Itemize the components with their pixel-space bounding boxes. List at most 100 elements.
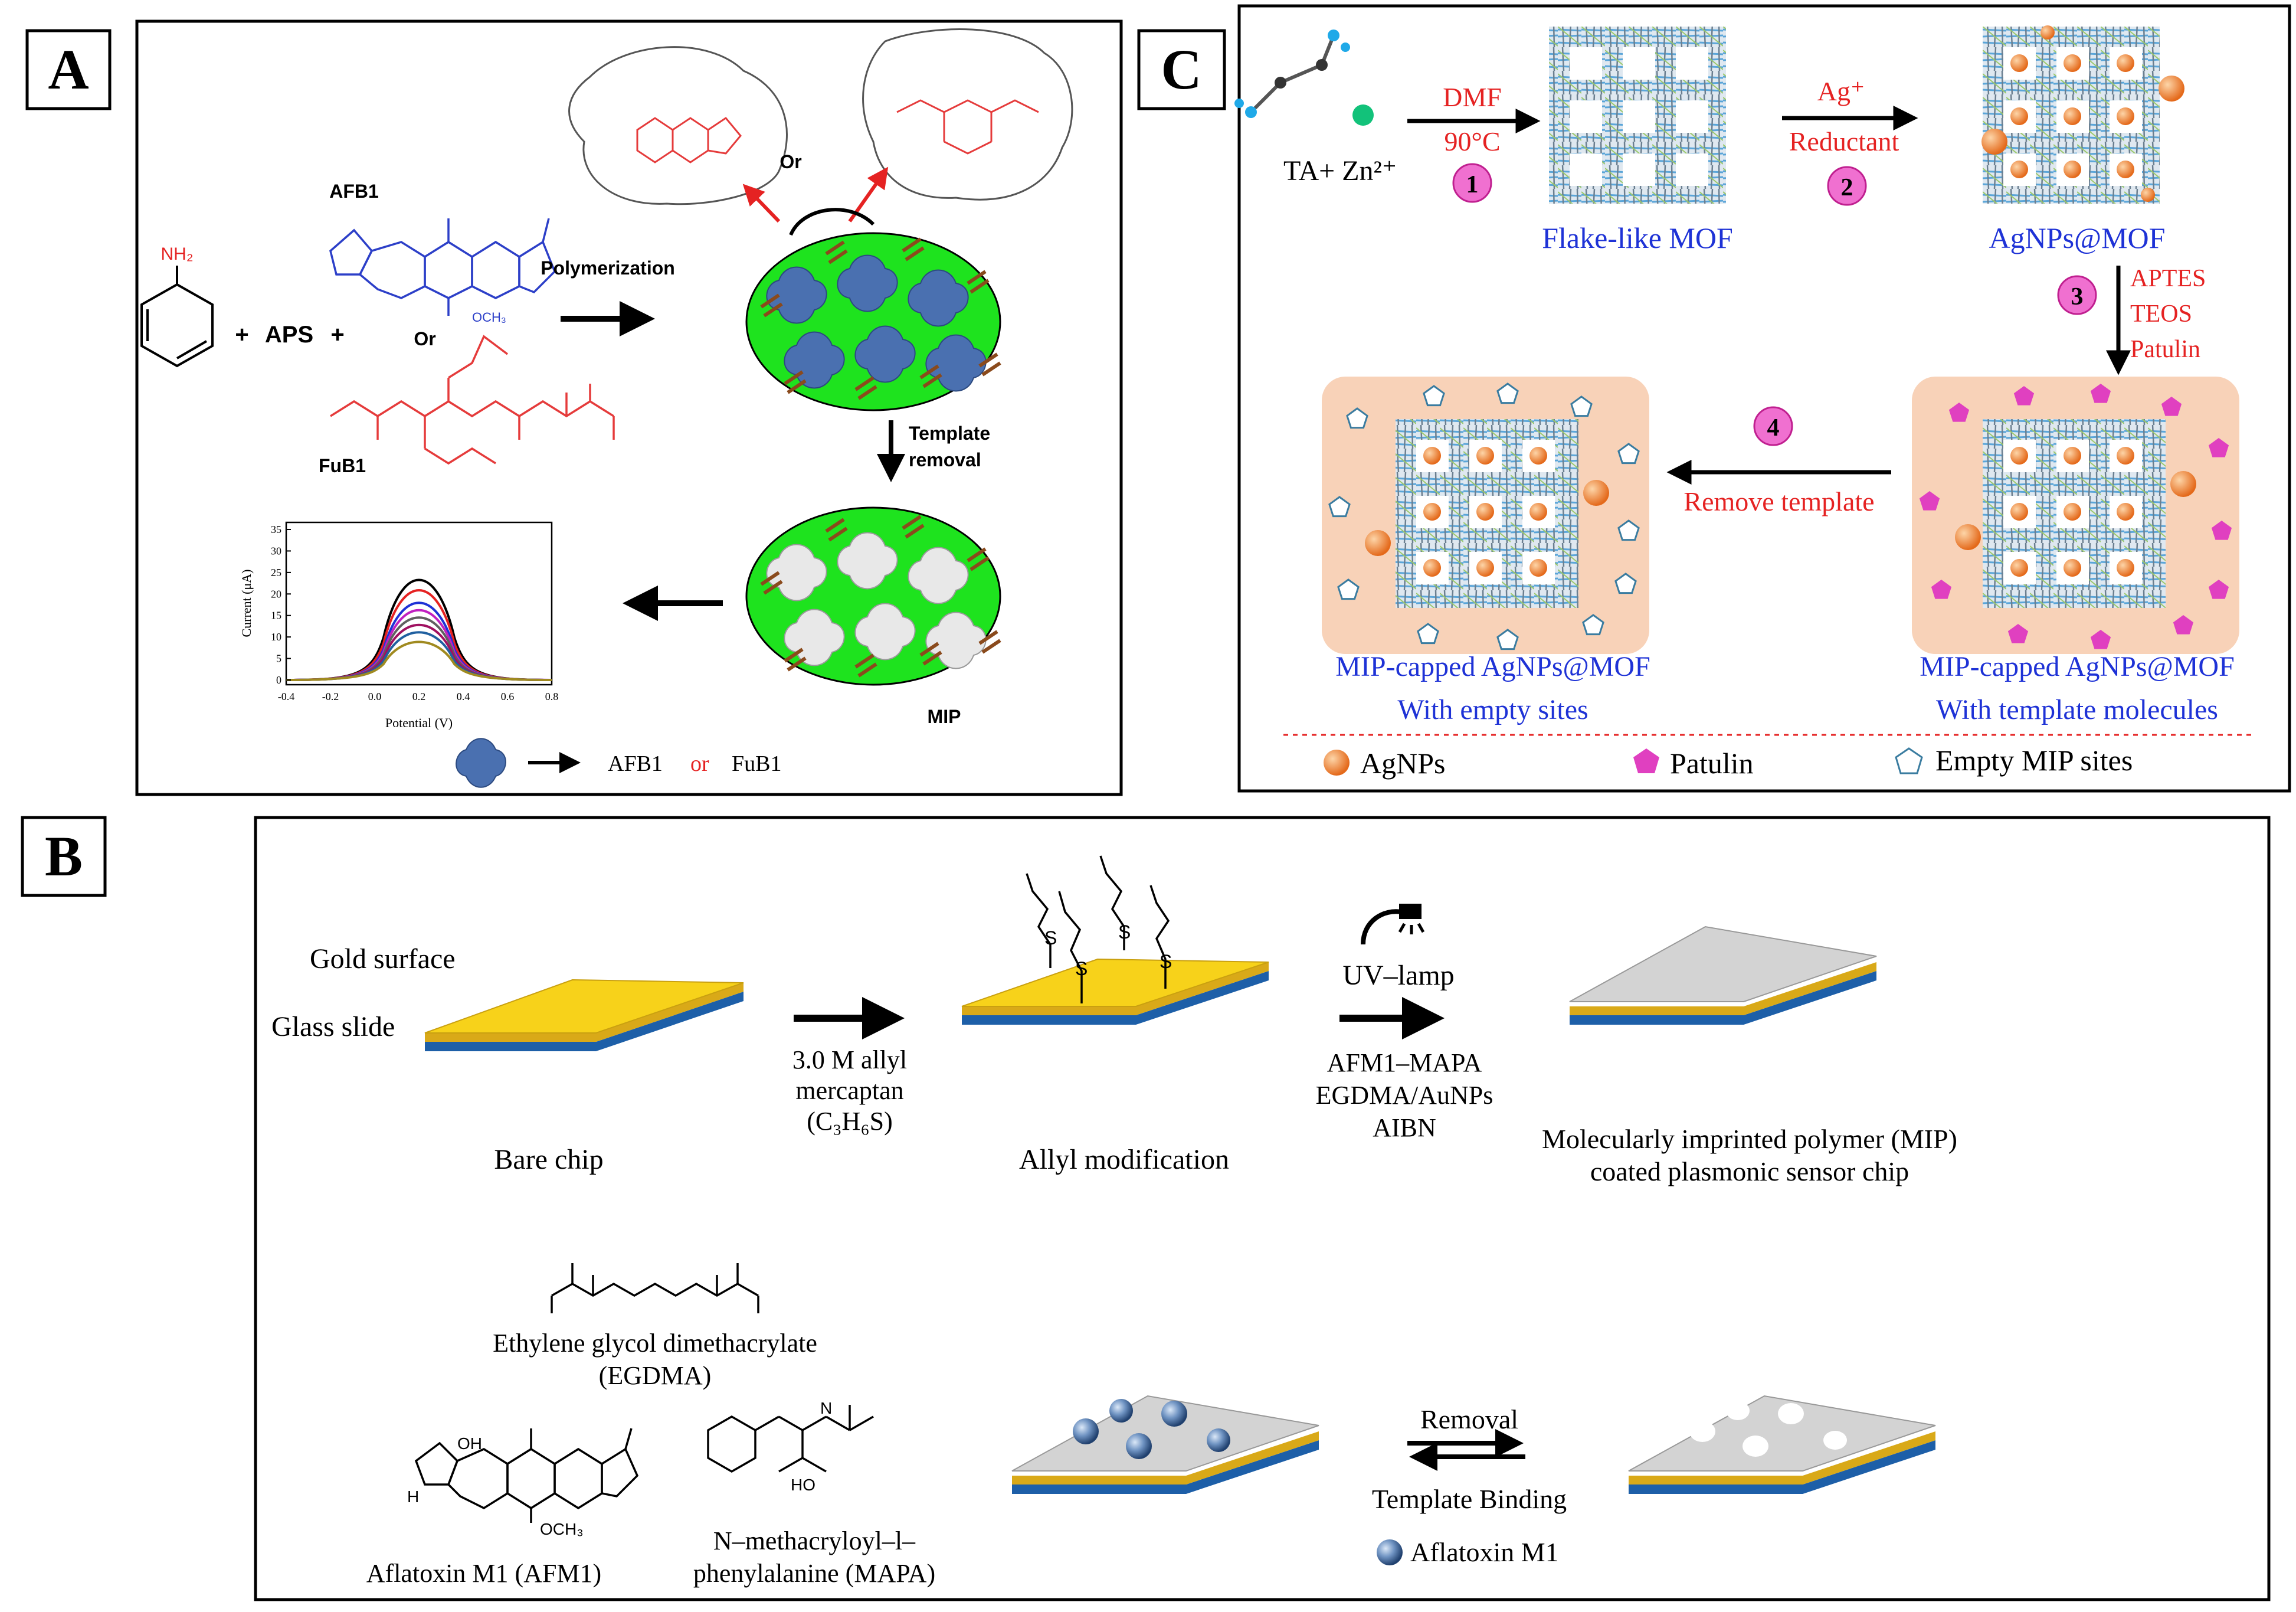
step2-number: 2 [1841,174,1853,201]
empty-mip-site [1328,496,1351,518]
chip-with-templates [1011,1395,1319,1494]
sulfur-3: S [1118,921,1131,943]
uv-reagent-2: EGDMA/AuNPs [1316,1081,1493,1110]
legend-template-blob [456,738,506,788]
plus-2: + [330,322,344,348]
plus-1: + [235,322,248,348]
dpv-y-tick-label: 10 [271,631,281,643]
uv-lamp-icon [1361,904,1425,945]
legend-or: or [690,751,709,776]
allyl-modification-label: Allyl modification [1019,1144,1229,1175]
legend-agnps: AgNPs [1360,747,1445,780]
empty-mip-site [1496,382,1519,404]
step3-badge [2057,275,2097,315]
afm1-spheres-bound [1073,1399,1230,1459]
or-middle: Or [414,328,435,349]
patulin-molecule [2161,397,2182,416]
sulfur-4: S [1160,951,1172,972]
dpv-x-tick-label: -0.4 [278,691,295,702]
allyl-reagent-1: 3.0 M allyl [792,1045,907,1074]
panel-c-label: C [1161,38,1201,101]
patulin-reagent: Patulin [2130,336,2200,363]
panel-c-frame [1237,4,2291,793]
arrow-to-cloud-afb1 [742,184,781,223]
dpv-ylabel: Current (μA) [239,569,254,637]
legend-afb1: AFB1 [608,751,663,776]
legend-afm1: Aflatoxin M1 [1410,1537,1559,1567]
temp-label: 90°C [1444,126,1500,156]
allyl-reagent-2: mercaptan [795,1076,903,1105]
chip-with-cavities [1628,1395,1936,1494]
dpv-x-tick-label: -0.2 [322,691,339,702]
equilibrium-arrows [1407,1429,1525,1471]
empty-mip-site [1617,443,1640,465]
empty-mip-site [1582,614,1604,636]
left-capped-agnps [1365,447,1609,577]
polymerization-label: Polymerization [541,257,675,279]
patulin-molecule [2013,386,2035,406]
empty-mip-site [1417,623,1439,645]
right-caption-2: With template molecules [1936,694,2218,725]
panel-a-label: A [48,38,89,101]
bare-chip [424,979,744,1051]
panel-a: A NH₂ + APS + AFB1 OCH₃ Or [25,19,1123,796]
left-caption-2: With empty sites [1397,694,1588,725]
legend-empty: Empty MIP sites [1935,744,2133,777]
afm1-structure [414,1428,639,1523]
empty-mip-site [1496,629,1519,650]
step4-badge [1753,406,1793,446]
patulin-molecule [2211,521,2232,540]
afm1-label: Aflatoxin M1 (AFM1) [366,1559,601,1588]
allyl-chains [1026,855,1170,1003]
zn-ion [1352,104,1374,126]
dpv-y-tick-label: 30 [271,545,281,557]
mip-coated-chip [1569,926,1877,1025]
aps-label: APS [265,322,313,348]
panel-b: B Gold surface Glass slide Bare chip 3.0… [21,816,2271,1601]
glass-slide-label: Glass slide [271,1011,395,1042]
empty-cavities [766,532,987,669]
dmf-label: DMF [1443,82,1502,112]
aniline-structure [140,266,214,368]
flake-mof-pores [1570,47,1708,186]
cloud-fub1-template [896,99,1039,155]
panel-a-label-box [25,29,112,110]
patulin-molecule [2173,615,2194,635]
step4-number: 4 [1767,414,1780,442]
egdma-structure [551,1263,759,1313]
patulin-molecule [2208,438,2229,457]
dpv-y-tick-label: 25 [271,567,281,578]
imprinted-cavities [1689,1401,1847,1457]
template-removal-1: Template [909,423,990,444]
right-capped-agnps [1955,447,2196,577]
right-patulin-molecules [1919,384,2232,649]
left-empty-sites [1328,382,1640,650]
ta-molecule [1234,30,1350,118]
empty-mip-site [1346,407,1368,429]
egdma-label-1: Ethylene glycol dimethacrylate [493,1329,817,1358]
mapa-ho: HO [791,1476,815,1494]
dpv-y-tick-label: 0 [276,674,281,686]
empty-mip-site [1617,519,1640,541]
afb1-name: AFB1 [329,181,379,202]
mip-label: MIP [928,706,961,727]
afm1-och3: OCH₃ [540,1520,584,1538]
uv-reagent-1: AFM1–MAPA [1327,1048,1482,1077]
step1-number: 1 [1466,171,1479,198]
dpv-x-tick-label: 0.8 [545,691,559,702]
right-caption-1: MIP-capped AgNPs@MOF [1920,651,2235,682]
panel-b-label: B [45,825,83,888]
polymer-strands-top [760,237,1001,400]
patulin-molecule [1919,491,1940,511]
dpv-y-tick-label: 35 [271,524,281,535]
dpv-xlabel: Potential (V) [385,715,453,730]
empty-mip-site [1570,395,1593,417]
legend-empty-icon [1895,747,1923,774]
aptes-label: APTES [2130,265,2206,292]
ag-label: Ag⁺ [1817,76,1865,106]
dpv-x-tick-label: 0.6 [501,691,515,702]
panel-b-frame [254,816,2271,1601]
flake-mof-label: Flake-like MOF [1542,221,1733,254]
